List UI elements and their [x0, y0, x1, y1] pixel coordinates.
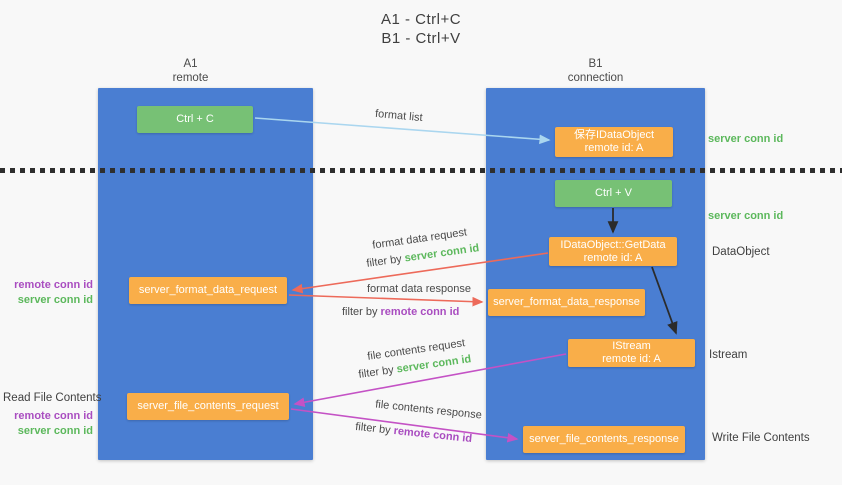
title-line-1: A1 - Ctrl+C [380, 11, 462, 28]
lane-header-a1: A1 remote [83, 57, 298, 85]
filter-by-text: filter by [342, 306, 381, 318]
diagram-title: A1 - Ctrl+C B1 - Ctrl+V [0, 10, 842, 48]
remote-conn-id-text: remote conn id [380, 306, 460, 318]
ctrl-v-node: Ctrl + V [555, 180, 672, 207]
lane-a1-subtitle: remote [172, 72, 209, 84]
filter-by-remote-conn-id-label-1: filter by remote conn id [342, 306, 459, 318]
server-conn-id-side-label-2: server conn id [17, 425, 93, 437]
istream-line2: remote id: A [602, 353, 661, 365]
server-format-data-request-node: server_format_data_request [129, 277, 287, 304]
write-file-contents-label: Write File Contents [712, 432, 810, 444]
server-format-data-response-label: server_format_data_response [493, 296, 640, 308]
save-idataobject-line1: 保存IDataObject [573, 129, 655, 141]
ctrl-v-label: Ctrl + V [595, 187, 632, 199]
lane-a1-title: A1 [183, 58, 198, 70]
filter-by-text: filter by [354, 420, 395, 437]
file-contents-response-label: file contents response [374, 398, 483, 422]
lane-b1-title: B1 [588, 58, 603, 70]
server-conn-id-side-label-1: server conn id [17, 294, 93, 306]
save-idataobject-label: 保存IDataObject remote id: A [574, 129, 654, 155]
format-data-response-arrow [288, 294, 484, 307]
server-conn-id-side-label-top: server conn id [708, 133, 784, 145]
server-format-data-request-label: server_format_data_request [138, 284, 278, 296]
dataobject-side-label: DataObject [712, 246, 770, 258]
server-file-contents-response-node: server_file_contents_response [523, 426, 685, 453]
server-file-contents-response-label: server_file_contents_response [529, 433, 679, 445]
format-list-label: format list [374, 107, 424, 125]
lane-header-b1: B1 connection [486, 57, 705, 85]
save-idataobject-line2: remote id: A [584, 142, 644, 154]
istream-node-label: IStream remote id: A [602, 340, 661, 366]
remote-conn-id-side-label-2: remote conn id [14, 410, 93, 422]
format-request-conn-ids-block: remote conn id server conn id [3, 278, 93, 308]
filter-by-text: filter by [357, 363, 398, 381]
istream-node: IStream remote id: A [568, 339, 695, 367]
server-file-contents-request-node: server_file_contents_request [127, 393, 289, 420]
getdata-line2: remote id: A [583, 251, 643, 264]
ctrl-c-node: Ctrl + C [137, 106, 253, 133]
read-file-contents-label: Read File Contents [3, 392, 102, 404]
istream-line1: IStream [612, 340, 651, 352]
getdata-line1: IDataObject::GetData [560, 238, 666, 251]
remote-conn-id-side-label-1: remote conn id [14, 279, 93, 291]
file-request-labels-block: Read File Contents remote conn id server… [3, 391, 102, 439]
istream-side-label: Istream [709, 349, 748, 361]
ctrl-c-label: Ctrl + C [176, 113, 214, 125]
server-file-contents-request-label: server_file_contents_request [137, 400, 279, 412]
filter-by-text: filter by [365, 252, 406, 270]
title-line-2: B1 - Ctrl+V [381, 30, 461, 47]
save-idataobject-node: 保存IDataObject remote id: A [555, 127, 673, 157]
getdata-node: IDataObject::GetData remote id: A [549, 237, 677, 266]
server-format-data-response-node: server_format_data_response [488, 289, 645, 316]
lane-b1-subtitle: connection [567, 72, 624, 84]
server-conn-id-side-label-mid: server conn id [708, 210, 784, 222]
remote-conn-id-text: remote conn id [392, 424, 473, 446]
dotted-separator-line [0, 168, 842, 173]
format-data-response-label: format data response [367, 283, 471, 295]
filter-by-remote-conn-id-label-2: filter by remote conn id [355, 421, 473, 445]
getdata-label: IDataObject::GetData remote id: A [560, 239, 665, 265]
